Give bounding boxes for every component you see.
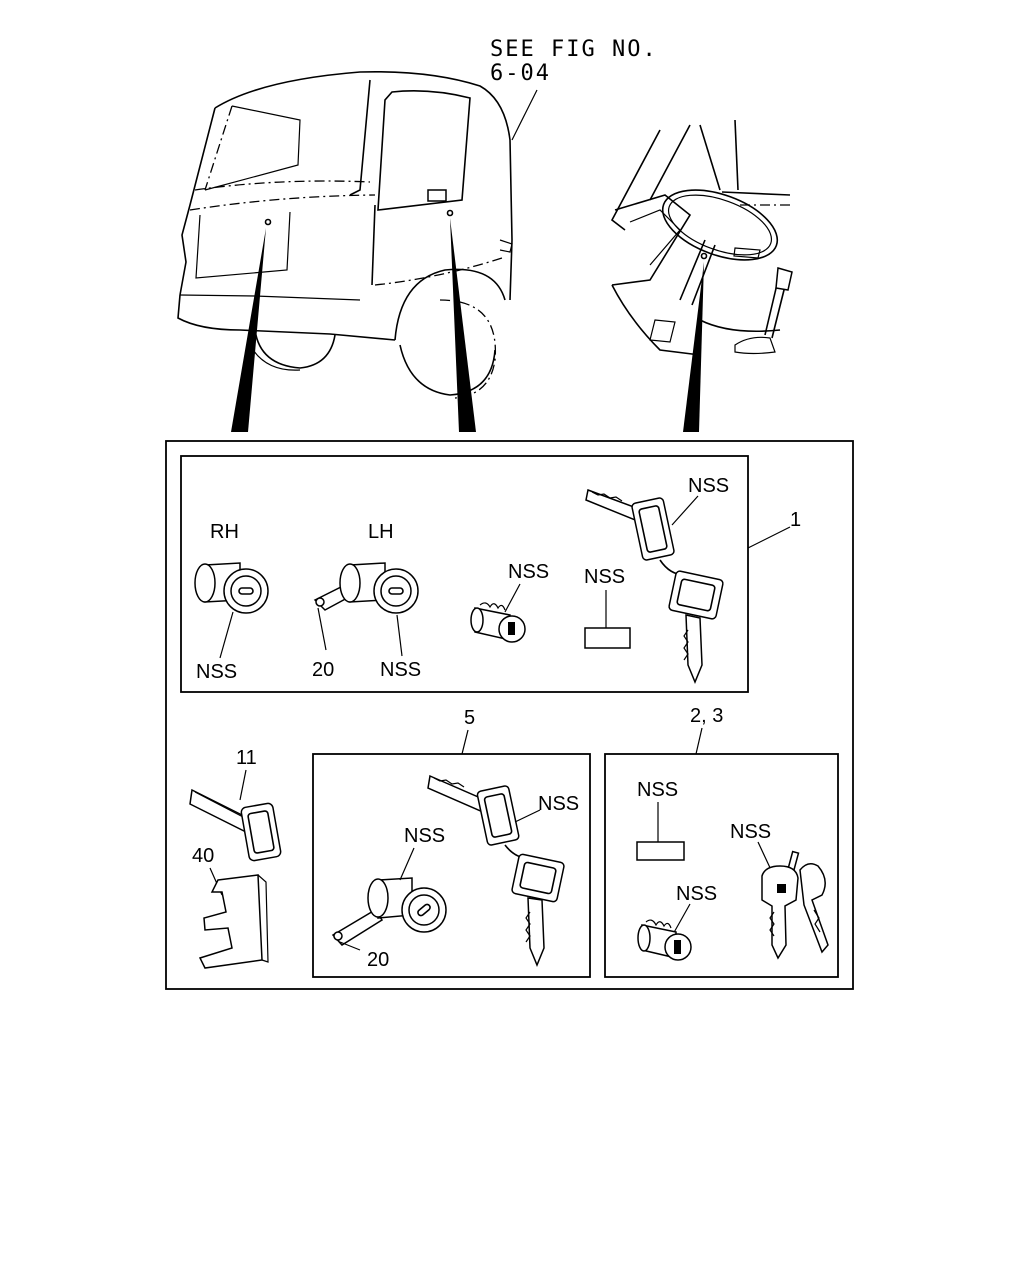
see-fig-line2: 6-04 (490, 61, 551, 86)
nss-group23-cylinder: NSS (676, 883, 717, 905)
pointer-lh-door (450, 218, 476, 432)
nss-label-plate: NSS (584, 566, 625, 588)
callout-1: 1 (790, 509, 801, 531)
retainer-20-lh: 20 (312, 659, 334, 681)
key-pair-assembly-1 (585, 488, 724, 684)
nss-rh-cylinder: NSS (196, 661, 237, 683)
group-5-lock-cylinder (331, 877, 447, 946)
nss-ignition-cylinder: NSS (508, 561, 549, 583)
key-code-plate (584, 627, 631, 649)
nss-group5-keys: NSS (538, 793, 579, 815)
label-rh: RH (210, 521, 239, 543)
callout-5: 5 (464, 707, 475, 729)
outer-parts-frame (165, 440, 854, 990)
key-clip-40 (198, 874, 269, 969)
callout-40: 40 (192, 845, 214, 867)
nss-group5-cylinder: NSS (404, 825, 445, 847)
assembly-1-box (180, 455, 749, 693)
pointer-rh-door (231, 228, 266, 432)
callout-5-leader (461, 729, 469, 755)
nss-key-pair-top: NSS (688, 475, 729, 497)
callout-11: 11 (236, 747, 257, 769)
group-5-box (312, 753, 591, 978)
callout-1-leader (747, 526, 791, 549)
cab-interior-illustration (610, 119, 793, 356)
nss-group23-plate: NSS (637, 779, 678, 801)
rh-door-lock-cylinder (194, 562, 269, 614)
lh-door-lock-cylinder (313, 562, 419, 614)
group-2-3-box (604, 753, 839, 978)
see-fig-leader (511, 89, 538, 141)
group23-code-plate (636, 841, 685, 861)
callout-2-3-leader (695, 727, 703, 755)
pointer-ignition (683, 262, 704, 432)
group23-ignition-cylinder (637, 919, 692, 961)
nss-lh-cylinder: NSS (380, 659, 421, 681)
nss-group23-keys: NSS (730, 821, 771, 843)
key-blank-11 (189, 788, 282, 862)
see-fig-line1: SEE FIG NO. (490, 37, 658, 62)
key-pair-group-2-3 (761, 850, 829, 960)
retainer-20-group5: 20 (367, 949, 389, 971)
truck-cab-illustration (177, 70, 513, 399)
key-pair-group-5 (427, 774, 565, 967)
ignition-lock-cylinder (470, 602, 526, 643)
callout-2-3: 2, 3 (690, 705, 723, 727)
label-lh: LH (368, 521, 394, 543)
